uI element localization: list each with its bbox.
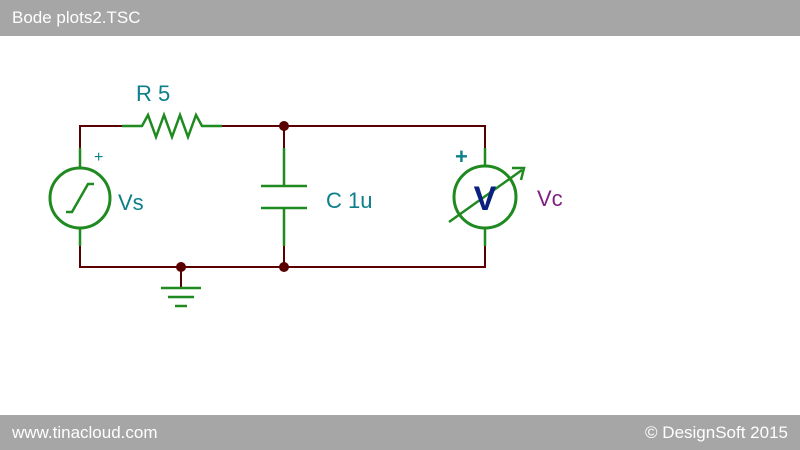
- source-polarity: +: [94, 149, 103, 166]
- meter-arrow-icon: [448, 168, 523, 224]
- junction-node: [279, 121, 289, 131]
- capacitor-label: C 1u: [326, 188, 373, 213]
- voltmeter-label: Vc: [537, 186, 563, 211]
- resistor-label: R 5: [136, 81, 170, 106]
- voltage-source-component[interactable]: [48, 148, 112, 246]
- junction-node: [176, 262, 186, 272]
- source-label: Vs: [118, 190, 144, 215]
- junction-node: [279, 262, 289, 272]
- copyright-notice: © DesignSoft 2015: [645, 423, 788, 442]
- capacitor-component[interactable]: [261, 148, 307, 246]
- title-bar: Bode plots2.TSC: [0, 0, 800, 36]
- footer-bar: www.tinacloud.com © DesignSoft 2015: [0, 415, 800, 450]
- voltmeter-symbol: V: [474, 180, 497, 218]
- voltmeter-component[interactable]: [448, 148, 526, 246]
- ground-icon[interactable]: [161, 286, 201, 308]
- website-link[interactable]: www.tinacloud.com: [12, 423, 158, 442]
- resistor-component[interactable]: [122, 111, 222, 141]
- window-title: Bode plots2.TSC: [12, 8, 141, 27]
- voltmeter-polarity: +: [455, 144, 468, 169]
- step-waveform-icon: [66, 182, 94, 214]
